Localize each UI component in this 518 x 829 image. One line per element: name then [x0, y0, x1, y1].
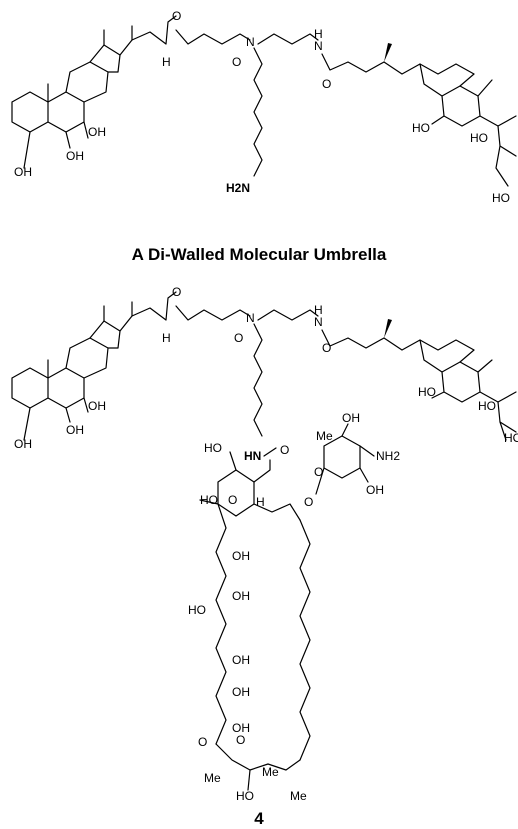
- right-steroid-top: [383, 61, 517, 187]
- ho-label: HO: [412, 121, 430, 135]
- ho-label: HO: [492, 191, 510, 205]
- amide-o-label: O: [322, 77, 331, 91]
- sugar-oh-label: OH: [366, 483, 384, 497]
- glycoside-o-label: O: [304, 495, 313, 509]
- ho-label: HO: [418, 385, 436, 399]
- oh-label: OH: [232, 549, 250, 563]
- amide-o-label: O: [322, 341, 331, 355]
- ho-label: HO: [236, 789, 254, 803]
- sugar-o-label: O: [314, 465, 323, 479]
- me-label: Me: [290, 789, 307, 803]
- ring-h-label: H: [256, 495, 265, 509]
- amine-n-label: N: [246, 311, 255, 325]
- macrolide-ring: [199, 451, 311, 791]
- amide-o-label: O: [172, 285, 181, 299]
- ho-label: HO: [478, 399, 496, 413]
- terminal-amine-label: H2N: [226, 181, 250, 195]
- ho-label: HO: [470, 131, 488, 145]
- me-label: Me: [204, 771, 221, 785]
- oh-label: OH: [88, 399, 106, 413]
- ester-o-label: O: [236, 733, 245, 747]
- oh-label: OH: [88, 125, 106, 139]
- ho-label: HO: [504, 431, 518, 445]
- left-steroid-bottom: [11, 291, 177, 441]
- oh-label: OH: [14, 437, 32, 451]
- oh-label: OH: [232, 685, 250, 699]
- amide-o-label: O: [232, 55, 241, 69]
- amide-o-label: O: [172, 9, 181, 23]
- amide-n-label: N: [314, 315, 323, 329]
- oh-label: OH: [232, 589, 250, 603]
- amine-n-label: N: [246, 35, 255, 49]
- amide-o-label: O: [280, 443, 289, 457]
- right-steroid-bottom: [383, 337, 517, 441]
- oh-label: OH: [66, 149, 84, 163]
- amide-h-label: H: [314, 27, 323, 41]
- oh-label: OH: [232, 653, 250, 667]
- ho-label: HO: [204, 441, 222, 455]
- me-label: Me: [262, 765, 279, 779]
- oh-label: OH: [232, 721, 250, 735]
- oh-label: OH: [14, 165, 32, 179]
- ester-o-label: O: [198, 735, 207, 749]
- bottom-structure: OH OH OH O H N H N O HO HO HO O HN O: [11, 285, 518, 803]
- sugar-me-label: Me: [316, 429, 333, 443]
- ho-label: HO: [200, 493, 218, 507]
- ho-label: HO: [188, 603, 206, 617]
- left-steroid-top: [11, 15, 177, 169]
- hn-label: HN: [244, 449, 261, 463]
- amide-h-label: H: [162, 55, 171, 69]
- sugar-oh-label: OH: [342, 411, 360, 425]
- top-structure: OH OH OH O H N H N O O H2N HO HO HO: [11, 9, 517, 205]
- sugar-nh2-label: NH2: [376, 449, 400, 463]
- amide-o-label: O: [234, 331, 243, 345]
- ring-o-label: O: [228, 493, 237, 507]
- mycosamine-sugar: [315, 423, 375, 495]
- amide-n-label: N: [314, 39, 323, 53]
- amide-h-label: H: [314, 303, 323, 317]
- amide-h-label: H: [162, 331, 171, 345]
- oh-label: OH: [66, 423, 84, 437]
- compound-number: 4: [254, 809, 264, 828]
- top-caption: A Di-Walled Molecular Umbrella: [132, 245, 387, 264]
